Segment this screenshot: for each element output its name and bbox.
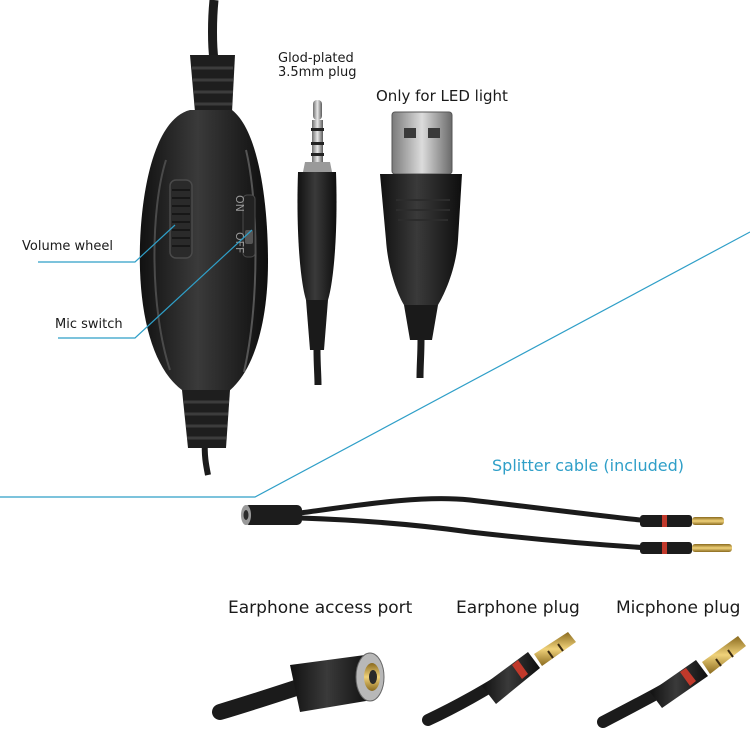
volume-callout-line xyxy=(38,224,176,263)
switch-on-text: ON xyxy=(233,195,246,212)
plug-label-line2: 3.5mm plug xyxy=(278,65,357,80)
usb-label: Only for LED light xyxy=(376,87,508,105)
switch-off-text: OFF xyxy=(233,232,246,253)
mic-switch-label: Mic switch xyxy=(55,317,123,332)
splitter-cable xyxy=(241,496,732,554)
volume-wheel-label: Volume wheel xyxy=(22,239,113,254)
earphone-port-label: Earphone access port xyxy=(228,598,413,618)
micphone-plug-closeup xyxy=(597,636,746,728)
splitter-female-jack xyxy=(241,505,302,525)
mic-switch: ON OFF xyxy=(233,194,256,258)
callout-lines xyxy=(0,224,750,498)
controller-body xyxy=(139,110,268,392)
controller-strain-relief-bottom xyxy=(182,390,230,448)
plug-label-line1: Glod-plated xyxy=(278,51,354,66)
micphone-plug-label: Micphone plug xyxy=(616,598,741,618)
splitter-mic-plug xyxy=(640,542,732,554)
controller-cable-top xyxy=(208,0,219,61)
earphone-plug-closeup xyxy=(422,632,576,726)
mic-callout-line xyxy=(58,229,253,339)
splitter-earphone-plug xyxy=(640,515,724,527)
controller-strain-relief-top xyxy=(190,55,235,112)
earphone-plug-label: Earphone plug xyxy=(456,598,580,618)
volume-wheel xyxy=(169,179,193,259)
earphone-port-closeup xyxy=(212,652,385,720)
splitter-cable-label: Splitter cable (included) xyxy=(492,456,684,475)
inline-controller: ON OFF xyxy=(139,0,268,476)
audio-jack-plug xyxy=(297,100,337,386)
splitter-divider-line xyxy=(0,231,750,498)
usb-plug xyxy=(380,111,462,379)
